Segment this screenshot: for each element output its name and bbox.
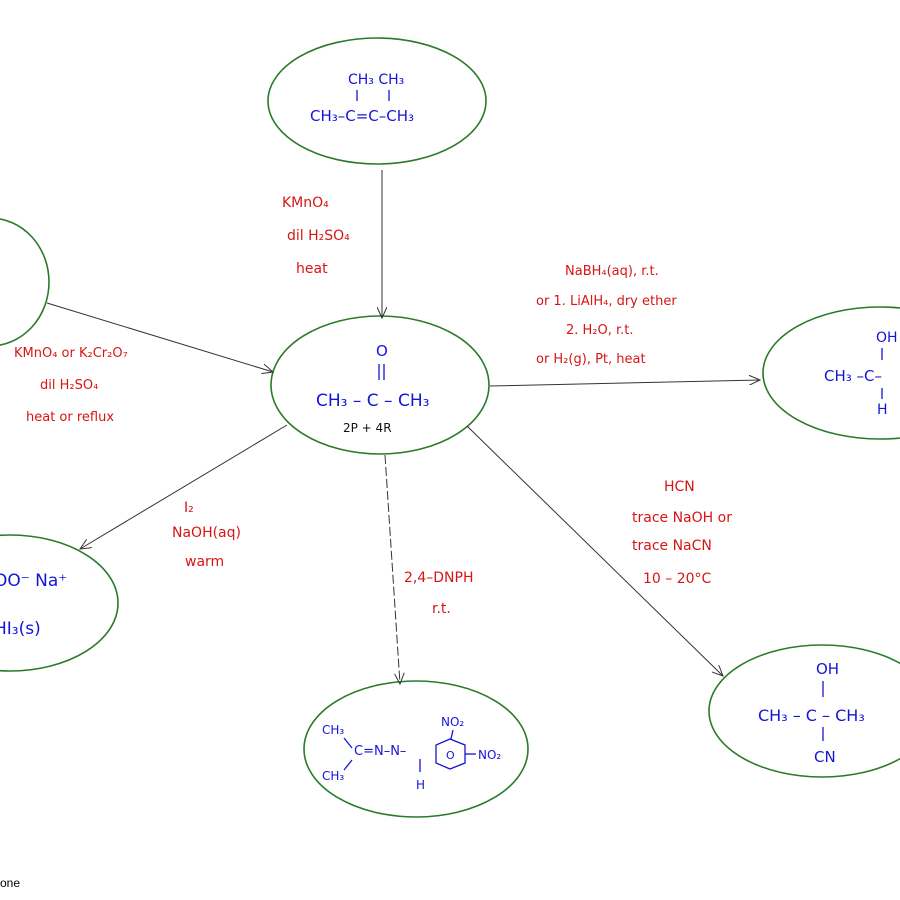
reagent-acid: dil H₂SO₄ — [40, 378, 98, 393]
reagents-oxidation: KMnO₄ or K₂Cr₂O₇ dil H₂SO₄ heat or reflu… — [14, 346, 128, 425]
reagent-hcn: HCN — [664, 479, 695, 495]
cyanohydrin-oh: OH — [816, 660, 839, 678]
center-oxygen: O — [376, 342, 388, 360]
reagents-cyanohydrin: HCN trace NaOH or trace NaCN 10 – 20°C — [632, 479, 732, 587]
node-bottom-right-cyanohydrin — [708, 644, 900, 778]
center-note: 2P + 4R — [343, 421, 392, 435]
node-top-alkene — [267, 37, 487, 165]
right-oh: OH — [876, 330, 898, 346]
reagent-naoh: NaOH(aq) — [172, 525, 241, 541]
reagent-water: 2. H₂O, r.t. — [566, 323, 634, 338]
right-h: H — [877, 402, 888, 418]
arrow-ketone-to-alcohol — [489, 380, 760, 387]
benzene-ring — [435, 738, 466, 770]
reagent-dnph: 2,4–DNPH — [404, 570, 474, 586]
node-bottom-hydrazone — [303, 680, 529, 818]
reagent-kmno4: KMnO₄ — [282, 195, 329, 211]
benzene-ring-center: O — [446, 749, 455, 762]
center-formula: CH₃ – C – CH₃ — [316, 391, 429, 411]
node-left-bottom-iodoform — [0, 534, 119, 672]
arrow-alcohol-to-ketone — [46, 302, 273, 372]
reagent-iodine: I₂ — [184, 500, 194, 516]
iodoform-line1: OO⁻ Na⁺ — [0, 571, 67, 591]
reagent-heat-reflux: heat or reflux — [26, 410, 114, 425]
reagent-oxidant: KMnO₄ or K₂Cr₂O₇ — [14, 346, 128, 361]
hydrazone-ch3-top: CH₃ — [322, 723, 344, 737]
right-formula: CH₃ –C– — [824, 367, 882, 385]
hydrazone-no2-right: NO₂ — [478, 748, 501, 762]
reagents-dnph: 2,4–DNPH r.t. — [404, 570, 474, 617]
figure-caption: one — [0, 876, 21, 890]
reagent-hydrogenation: or H₂(g), Pt, heat — [536, 352, 646, 367]
reagent-nabh4: NaBH₄(aq), r.t. — [565, 264, 659, 279]
arrow-ketone-to-iodoform — [80, 424, 288, 549]
arrow-ketone-to-cyanohydrin — [466, 425, 723, 676]
hydrazone-bond-upper — [343, 737, 353, 749]
reagents-reduction: NaBH₄(aq), r.t. or 1. LiAlH₄, dry ether … — [536, 264, 677, 367]
reagent-rt: r.t. — [432, 601, 451, 617]
reagent-trace-naoh: trace NaOH or — [632, 510, 732, 526]
reagent-lialh4: or 1. LiAlH₄, dry ether — [536, 294, 677, 309]
hydrazone-no2-top: NO₂ — [441, 715, 464, 729]
hydrazone-chain: C=N–N– — [354, 744, 406, 759]
top-substituents: CH₃ CH₃ — [348, 72, 404, 88]
reagent-trace-nacn: trace NaCN — [632, 538, 712, 554]
cyanohydrin-cn: CN — [814, 748, 836, 766]
reagent-temperature: 10 – 20°C — [643, 571, 712, 587]
reagents-iodoform: I₂ NaOH(aq) warm — [172, 500, 241, 570]
reagent-heat: heat — [296, 261, 328, 277]
reagents-oxidative-cleavage: KMnO₄ dil H₂SO₄ heat — [282, 195, 350, 277]
node-left-top-partial — [0, 218, 50, 346]
hydrazone-bond-no2-top — [450, 729, 454, 740]
reagent-dil-h2so4: dil H₂SO₄ — [287, 228, 350, 244]
hydrazone-ch3-bottom: CH₃ — [322, 769, 344, 783]
iodoform-line2: HI₃(s) — [0, 619, 41, 639]
node-right-alcohol — [762, 306, 900, 440]
top-formula: CH₃–C=C–CH₃ — [310, 107, 414, 125]
hydrazone-bond-lower — [343, 759, 353, 771]
cyanohydrin-formula: CH₃ – C – CH₃ — [758, 706, 865, 725]
reagent-warm: warm — [185, 554, 224, 570]
arrow-ketone-to-hydrazone — [384, 454, 400, 684]
hydrazone-h: H — [416, 778, 425, 792]
